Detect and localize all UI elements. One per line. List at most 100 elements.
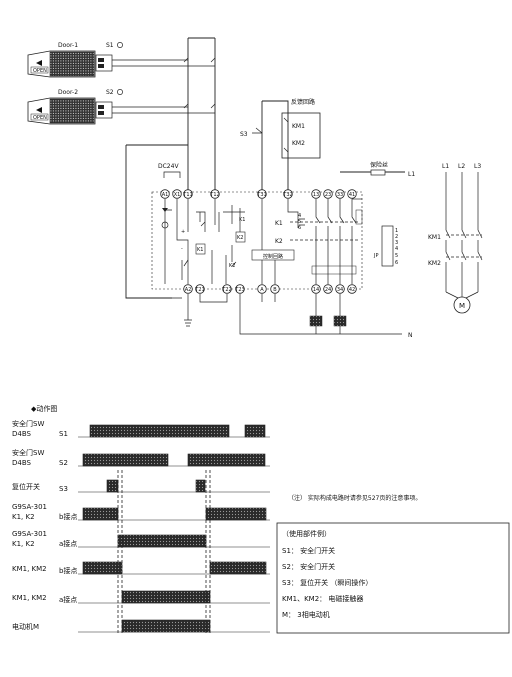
svg-text:L2: L2 <box>458 163 465 170</box>
svg-text:T31: T31 <box>256 192 266 198</box>
timing-row-label: 安全门SW <box>12 419 44 428</box>
relay-unit: A1 X1 T11 T12 T31 T32 13 23 33 41 A2 T21… <box>151 189 363 294</box>
svg-text:T11: T11 <box>182 192 192 198</box>
svg-text:6: 6 <box>395 260 398 266</box>
door-1-panel <box>49 51 95 77</box>
switch-wiring <box>125 37 216 299</box>
timing-row-tag: S1 <box>59 430 68 438</box>
timing-signal-bar <box>89 424 230 438</box>
door-2-panel <box>49 98 95 124</box>
terminal-33: 33 <box>335 189 345 199</box>
door-1-switch: Door-1 S1 OPEN <box>27 42 140 78</box>
n-line-label: N <box>408 332 413 339</box>
door-2-arrow-icon <box>36 107 42 113</box>
legend-item-s2: S2： 安全门开关 <box>282 562 335 571</box>
s2-label: S2 <box>106 89 114 96</box>
svg-text:5: 5 <box>395 253 398 259</box>
door-2-label: Door-2 <box>58 89 78 96</box>
timing-signal-bar <box>82 453 169 467</box>
timing-bars <box>78 424 270 633</box>
fuse-label: 保险丝 <box>370 161 388 169</box>
terminal-t11: T11 <box>182 189 193 199</box>
timing-signal-bar <box>205 507 267 521</box>
svg-text:13: 13 <box>313 192 319 198</box>
s1-label: S1 <box>106 42 114 49</box>
svg-text:L3: L3 <box>474 163 481 170</box>
timing-row-sublabel: K1, K2 <box>12 513 35 521</box>
svg-text:T12: T12 <box>209 192 219 198</box>
svg-text:A2: A2 <box>185 287 192 293</box>
jp-connector: JP 1 2 3 4 5 6 <box>373 225 398 267</box>
timing-row-label: KM1, KM2 <box>12 594 47 602</box>
terminal-t32: T32 <box>282 189 293 199</box>
timing-row-label: 安全门SW <box>12 448 44 457</box>
note-text: （注） 实际构成电路时请参见527页的注意事项。 <box>288 494 421 502</box>
svg-text:2: 2 <box>395 234 398 240</box>
timing-signal-bar <box>121 590 211 604</box>
terminal-t31: T31 <box>256 189 267 199</box>
timing-signal-bar <box>244 424 266 438</box>
relay-k1-label: K1 <box>239 217 245 223</box>
timing-row-tag: S2 <box>59 459 68 467</box>
timing-row-label: G9SA-301 <box>12 530 47 538</box>
svg-text:42: 42 <box>349 287 355 293</box>
svg-text:X1: X1 <box>174 192 181 198</box>
feedback-km2-label: KM2 <box>292 140 305 147</box>
timing-row-label: G9SA-301 <box>12 503 47 511</box>
relay-k2-label: K2 <box>229 263 235 269</box>
s1-actuator-icon <box>117 42 123 48</box>
svg-text:A1: A1 <box>162 192 169 198</box>
svg-text:K2: K2 <box>237 235 243 241</box>
door-1-label: Door-1 <box>58 42 78 49</box>
timing-signal-bar <box>187 453 266 467</box>
terminal-24: 24 <box>323 284 333 294</box>
svg-text:4: 4 <box>298 213 301 219</box>
svg-text:T23: T23 <box>234 287 244 293</box>
control-circuit-label: 控制回路 <box>263 253 283 260</box>
door-1-open-label: OPEN <box>33 68 47 74</box>
timing-signal-bar <box>82 561 123 575</box>
svg-text:1: 1 <box>395 228 398 234</box>
relay-k1-coil-label: K1 <box>197 247 203 253</box>
timing-guides <box>117 470 211 634</box>
legend-item-s3: S3： 复位开关 （瞬间操作） <box>282 578 372 587</box>
svg-text:KM1: KM1 <box>428 234 441 241</box>
parts-legend: （使用部件例） S1： 安全门开关 S2： 安全门开关 S3： 复位开关 （瞬间… <box>276 522 510 634</box>
feedback-circuit-label: 反馈回路 <box>291 98 315 106</box>
svg-text:KM2: KM2 <box>428 260 441 267</box>
terminal-a: A <box>257 284 267 294</box>
svg-text:L1: L1 <box>442 163 449 170</box>
timing-signal-bar <box>82 507 119 521</box>
svg-text:5: 5 <box>298 219 301 225</box>
timing-row-label: 复位开关 <box>12 482 40 491</box>
km1-coil <box>309 315 323 327</box>
bottom-terminals: A2 T21 T22 T23 A B 14 24 34 42 <box>183 284 357 294</box>
feedback-circuit: 反馈回路 KM1 KM2 S3 <box>240 98 321 190</box>
timing-row-tag: b接点 <box>59 512 77 521</box>
svg-text:B: B <box>273 287 277 293</box>
km2-coil <box>333 315 347 327</box>
terminal-a2: A2 <box>183 284 193 294</box>
timing-row-tag: S3 <box>59 485 68 493</box>
timing-signal-bar <box>209 561 267 575</box>
svg-text:T32: T32 <box>282 192 292 198</box>
svg-text:T22: T22 <box>221 287 231 293</box>
svg-text:A: A <box>260 287 264 293</box>
s2-actuator-icon <box>117 89 123 95</box>
timing-row-label: 电动机M <box>12 622 39 631</box>
timing-signal-bar <box>117 534 207 548</box>
jp-label: JP <box>373 253 379 259</box>
motor-circuit: L1 L2 L3 KM1 KM2 M <box>428 163 483 314</box>
control-circuit-box <box>251 249 295 261</box>
timing-row-tag: a接点 <box>59 539 77 548</box>
terminal-x1: X1 <box>172 189 182 199</box>
timing-chart-title: ◆动作图 <box>31 404 57 413</box>
timing-row-sublabel: K1, K2 <box>12 540 35 548</box>
fuse-icon <box>370 169 386 176</box>
legend-item-m: M： 3相电动机 <box>282 610 330 619</box>
s3-label: S3 <box>240 131 248 138</box>
terminal-t22: T22 <box>221 284 232 294</box>
contact-k2-label: K2 <box>275 238 283 245</box>
svg-text:+: + <box>181 229 185 235</box>
motor-label: M <box>459 302 465 310</box>
